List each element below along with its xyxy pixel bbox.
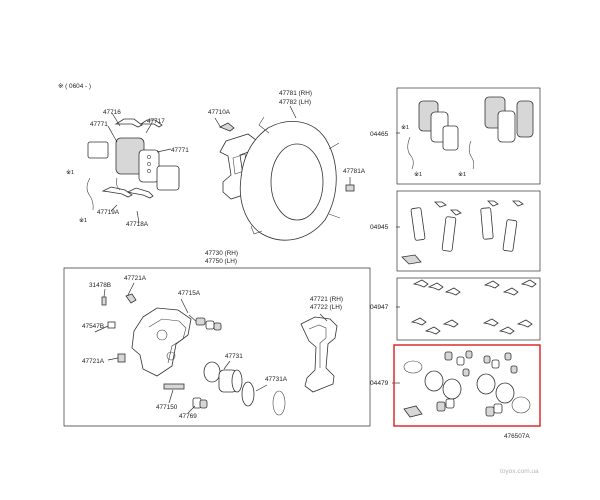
screw-47781A: [345, 184, 355, 192]
label-47731: 47731: [225, 353, 243, 360]
shim-kit: [401, 200, 524, 265]
kit-pad-6: [516, 100, 534, 138]
section-star1-a: ※1: [401, 124, 409, 131]
kit-box-04479: [393, 344, 541, 427]
label-47721-rh: 47721 (RH): [310, 296, 343, 303]
shim-left-upper: [87, 141, 109, 159]
label-47781-rh: 47781 (RH): [279, 90, 312, 97]
seal-ring-large-1: [424, 370, 444, 392]
seal-ring-large-4: [495, 382, 515, 404]
seal-kit: [403, 350, 531, 418]
slide-pin-477150: [163, 383, 185, 390]
caliper-assembly: 31478B 47721A 47715A 47547B 47721A 47715…: [82, 275, 343, 420]
wear-sensor-left: [86, 177, 94, 211]
label-47750-lh: 47750 (LH): [205, 258, 237, 265]
label-31478B: 31478B: [89, 282, 111, 289]
pin-47721A: [117, 353, 126, 363]
kit-pad-5: [497, 110, 516, 143]
kit-pad-3: [442, 125, 459, 151]
section-04947: 04947: [370, 304, 389, 311]
piston-seal: [203, 361, 221, 383]
diagram-code: 476507A: [504, 433, 530, 440]
torque-plate: [300, 316, 338, 393]
piston-boot: [241, 381, 255, 407]
watermark: toyox.com.ua: [500, 468, 539, 475]
label-47721A-top: 47721A: [124, 275, 147, 282]
clip-lower-right: [126, 187, 154, 199]
label-47771-a: 47771: [90, 121, 108, 128]
dust-shield-opening: [270, 143, 324, 221]
label-47547B: 47547B: [82, 323, 104, 330]
kit-box-04945: [396, 190, 541, 272]
bushing-47715A: [195, 317, 206, 326]
section-04945: 04945: [370, 224, 389, 231]
label-star1-left: ※1: [66, 169, 74, 176]
label-47781A: 47781A: [343, 168, 366, 175]
label-47717: 47717: [147, 118, 165, 125]
label-47771-b: 47771: [171, 147, 189, 154]
section-star1-b: ※1: [414, 171, 422, 178]
section-04479: 04479: [370, 380, 389, 387]
main-caliper-box: [63, 267, 371, 427]
retaining-ring: [272, 390, 286, 416]
label-47769: 47769: [179, 413, 197, 420]
boot-47715A: [205, 320, 215, 330]
label-47721A-left: 47721A: [82, 358, 105, 365]
caliper-body: [131, 307, 192, 377]
left-top-pad-group: 47716 47771 47717 47771 ※1 ※1 47719A 477…: [66, 109, 189, 228]
disc-shield-group: 47781 (RH) 47782 (LH) 47781A: [239, 90, 366, 241]
seal-ring-small-1: [403, 360, 423, 374]
seal-47547B: [107, 321, 116, 329]
label-47718A: 47718A: [126, 221, 149, 228]
clip-kit: [410, 279, 537, 335]
kit-box-04465: [396, 87, 541, 185]
label-47719A: 47719A: [97, 209, 120, 216]
clip-upper-left: [114, 118, 143, 128]
label-47710A: 47710A: [208, 109, 231, 116]
label-47715A: 47715A: [178, 290, 201, 297]
label-47782-lh: 47782 (LH): [279, 99, 311, 106]
kit-box-04947: [396, 277, 541, 341]
section-star1-c: ※1: [458, 171, 466, 178]
brake-pad-right-top: [138, 149, 160, 183]
seal-ring-large-2: [442, 378, 462, 400]
bleeder-screw: [101, 296, 107, 306]
label-47722-lh: 47722 (LH): [310, 304, 342, 311]
label-477150: 477150: [156, 404, 178, 411]
label-47731A: 47731A: [265, 376, 288, 383]
label-47716: 47716: [103, 109, 121, 116]
label-star1-left-2: ※1: [79, 217, 87, 224]
seal-ring-large-3: [476, 373, 496, 395]
kits-panel: 04465 04945 04947 04479 ※1 ※1 ※1: [370, 87, 541, 427]
shim-right-top: [156, 165, 180, 191]
label-47730-rh: 47730 (RH): [205, 250, 238, 257]
seal-ring-small-2: [511, 396, 531, 414]
top-note: ※ ( 0604 - ): [58, 83, 91, 90]
clip-lower-left: [101, 186, 133, 198]
section-04465: 04465: [370, 131, 389, 138]
